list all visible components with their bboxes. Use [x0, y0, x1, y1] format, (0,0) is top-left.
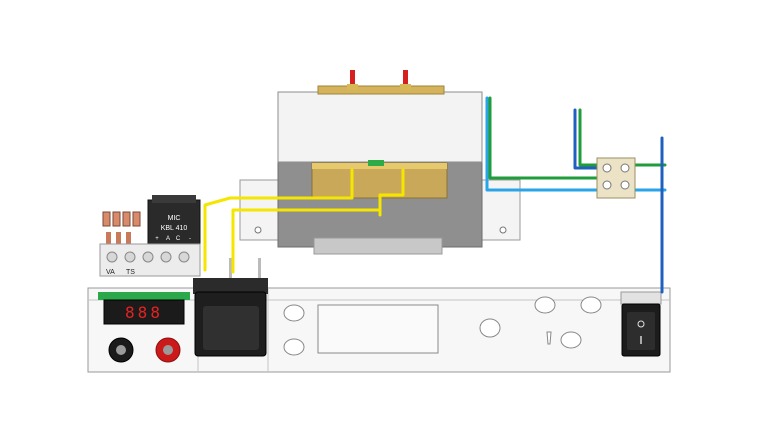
rectifier-brand: MIC — [168, 215, 181, 222]
yellow-wire-1 — [203, 168, 354, 272]
red-post-stud — [163, 345, 173, 355]
connector-screw-4 — [620, 180, 630, 190]
bridge-rectifier: MIC KBL 410 + A C - — [147, 195, 201, 251]
main-rocker-switch — [193, 258, 268, 357]
secondary-tag — [368, 160, 384, 166]
yellow-wire-2 — [231, 168, 405, 274]
terminal-screw-3 — [142, 251, 154, 263]
red-post — [155, 337, 181, 363]
coil-top — [317, 85, 445, 95]
primary-terminal-left — [350, 70, 355, 90]
components-stack — [102, 211, 141, 244]
main-switch-housing-top — [193, 278, 268, 294]
rectifier-pin-plus: + — [155, 236, 159, 242]
panel-hole-6 — [560, 331, 582, 349]
connector-body — [596, 157, 636, 199]
main-switch-pin-2 — [258, 258, 261, 278]
power-switch-off-mark — [637, 320, 645, 328]
connector-screw-3 — [602, 180, 612, 190]
wire-connector — [596, 157, 636, 199]
resistor-2 — [112, 211, 121, 227]
voltmeter-pcb — [98, 292, 190, 300]
bracket-hole-right — [499, 226, 507, 234]
black-post — [108, 337, 134, 363]
rectifier-pin-a: A — [166, 236, 170, 242]
led-slot — [546, 331, 552, 345]
terminal-block: VA TS — [99, 243, 201, 277]
rectifier-body — [147, 199, 201, 251]
connector-screw-1 — [602, 163, 612, 173]
terminal-base-left — [347, 84, 358, 90]
display-window — [317, 304, 439, 354]
dark-blue-wire-1 — [573, 108, 602, 170]
resistor-lead-1 — [106, 232, 111, 244]
terminal-screw-4 — [160, 251, 172, 263]
power-switch-rocker — [627, 312, 655, 350]
primary-terminal-right — [403, 70, 408, 90]
terminal-label-ts: TS — [126, 269, 135, 276]
terminal-screw-2 — [124, 251, 136, 263]
voltmeter-display — [103, 299, 185, 325]
green-wire-2 — [578, 108, 667, 167]
terminal-screw-1 — [106, 251, 118, 263]
power-switch-bracket — [620, 291, 662, 305]
power-rocker-switch — [620, 291, 662, 357]
terminal-label-va: VA — [106, 269, 115, 276]
rectifier-pin-minus: - — [189, 236, 191, 242]
resistor-lead-3 — [126, 232, 131, 244]
main-switch-pin-1 — [229, 258, 232, 278]
rectifier-model: KBL 410 — [161, 225, 188, 232]
panel-hole-2 — [283, 338, 305, 356]
resistor-4 — [132, 211, 141, 227]
terminal-screw-5 — [178, 251, 190, 263]
resistor-lead-2 — [116, 232, 121, 244]
transformer — [239, 70, 521, 255]
panel-hole-3 — [479, 318, 501, 338]
transformer-cap — [277, 91, 483, 163]
bracket-hole-left — [254, 226, 262, 234]
panel-hole-1 — [283, 304, 305, 322]
main-switch-rocker — [203, 306, 259, 350]
terminal-base-right — [400, 84, 411, 90]
rectifier-top — [152, 195, 196, 203]
front-panel: 888 — [87, 258, 671, 373]
panel-hole-5 — [580, 296, 602, 314]
connector-screw-2 — [620, 163, 630, 173]
transformer-base — [313, 237, 443, 255]
black-post-stud — [116, 345, 126, 355]
voltmeter-reading: 888 — [125, 303, 163, 322]
resistor-3 — [122, 211, 131, 227]
rectifier-pin-c: C — [176, 236, 181, 242]
resistor-1 — [102, 211, 111, 227]
wiring — [203, 96, 667, 294]
green-wire-1 — [488, 96, 604, 180]
panel-hole-4 — [534, 296, 556, 314]
